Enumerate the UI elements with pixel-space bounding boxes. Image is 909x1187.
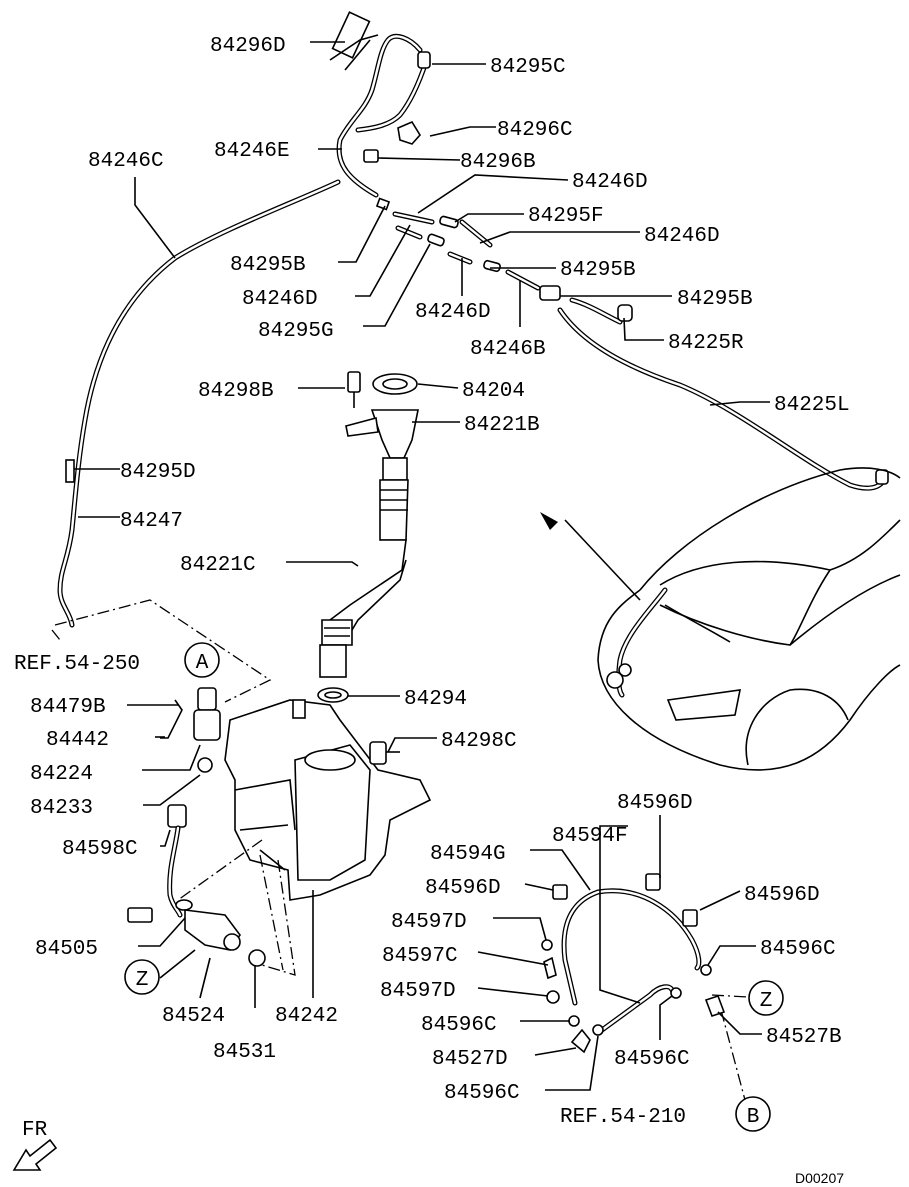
label-84505: 84505 xyxy=(35,938,98,961)
label-84233: 84233 xyxy=(30,797,93,820)
label-84594G: 84594G xyxy=(430,843,506,866)
label-84295B-3: 84295B xyxy=(677,288,753,311)
label-84224: 84224 xyxy=(30,763,93,786)
part-labels: 84296D 84295C 84296C 84246C 84246E 84296… xyxy=(14,35,850,1129)
label-84246B: 84246B xyxy=(470,338,546,361)
label-84531: 84531 xyxy=(213,1041,276,1064)
label-84246C: 84246C xyxy=(88,150,164,173)
label-84597D-2: 84597D xyxy=(380,980,456,1003)
label-84246D-4: 84246D xyxy=(415,301,491,324)
label-84296C: 84296C xyxy=(497,119,573,142)
label-84479B: 84479B xyxy=(30,696,106,719)
drawing-code: D00207 xyxy=(795,1170,844,1186)
label-84247: 84247 xyxy=(120,510,183,533)
label-84596C-1: 84596C xyxy=(760,938,836,961)
label-84225R: 84225R xyxy=(668,332,744,355)
label-84225L: 84225L xyxy=(774,394,850,417)
label-84295B-2: 84295B xyxy=(560,259,636,282)
car-outline xyxy=(540,467,901,771)
reference-lines xyxy=(51,599,749,1101)
label-ref-54-210: REF.54-210 xyxy=(560,1106,686,1129)
label-84596D-3: 84596D xyxy=(744,884,820,907)
label-84246E: 84246E xyxy=(214,140,290,163)
label-84598C: 84598C xyxy=(62,838,138,861)
label-84295B-1: 84295B xyxy=(230,254,306,277)
label-84221C: 84221C xyxy=(180,554,256,577)
svg-text:Z: Z xyxy=(136,969,149,992)
front-label: FR xyxy=(22,1119,48,1142)
label-84204: 84204 xyxy=(462,380,525,403)
label-84298C: 84298C xyxy=(441,730,517,753)
label-84596C-4: 84596C xyxy=(444,1082,520,1105)
label-84594F: 84594F xyxy=(552,825,628,848)
label-84524: 84524 xyxy=(162,1005,225,1028)
washer-tank xyxy=(224,699,432,901)
marker-b: B xyxy=(735,1096,771,1132)
label-84296B: 84296B xyxy=(460,151,536,174)
label-84298B: 84298B xyxy=(198,380,274,403)
marker-a: A xyxy=(184,642,220,678)
view-markers: A Z Z B xyxy=(124,642,784,1132)
label-84295C: 84295C xyxy=(490,56,566,79)
front-direction-indicator: FR xyxy=(12,1119,58,1171)
label-84295D: 84295D xyxy=(120,461,196,484)
label-ref-54-250: REF.54-250 xyxy=(14,653,140,676)
label-84597D-1: 84597D xyxy=(391,911,467,934)
label-84597C: 84597C xyxy=(382,945,458,968)
label-84596C-3: 84596C xyxy=(614,1048,690,1071)
svg-text:B: B xyxy=(747,1106,760,1129)
label-84296D: 84296D xyxy=(210,35,286,58)
front-arrow-icon xyxy=(12,1138,58,1171)
svg-text:Z: Z xyxy=(760,990,773,1013)
label-84246D-3: 84246D xyxy=(242,288,318,311)
label-84295F: 84295F xyxy=(528,205,604,228)
hose-routing xyxy=(57,33,888,628)
pump-motor xyxy=(127,687,266,967)
label-84527B: 84527B xyxy=(766,1026,842,1049)
label-84294: 84294 xyxy=(404,688,467,711)
label-84527D: 84527D xyxy=(432,1048,508,1071)
svg-text:A: A xyxy=(196,652,209,675)
label-84221B: 84221B xyxy=(464,414,540,437)
lower-hose-assembly xyxy=(541,873,726,1054)
label-84596D-2: 84596D xyxy=(425,877,501,900)
marker-z-left: Z xyxy=(124,959,160,995)
filler-neck-assembly xyxy=(317,371,419,703)
marker-z-right: Z xyxy=(748,980,784,1016)
label-84596D-1: 84596D xyxy=(617,792,693,815)
leader-lines xyxy=(74,41,770,1091)
label-84242: 84242 xyxy=(275,1005,338,1028)
label-84596C-2: 84596C xyxy=(421,1014,497,1037)
label-84246D-2: 84246D xyxy=(644,225,720,248)
label-84442: 84442 xyxy=(46,729,109,752)
label-84295G: 84295G xyxy=(258,320,334,343)
label-84246D-1: 84246D xyxy=(572,171,648,194)
